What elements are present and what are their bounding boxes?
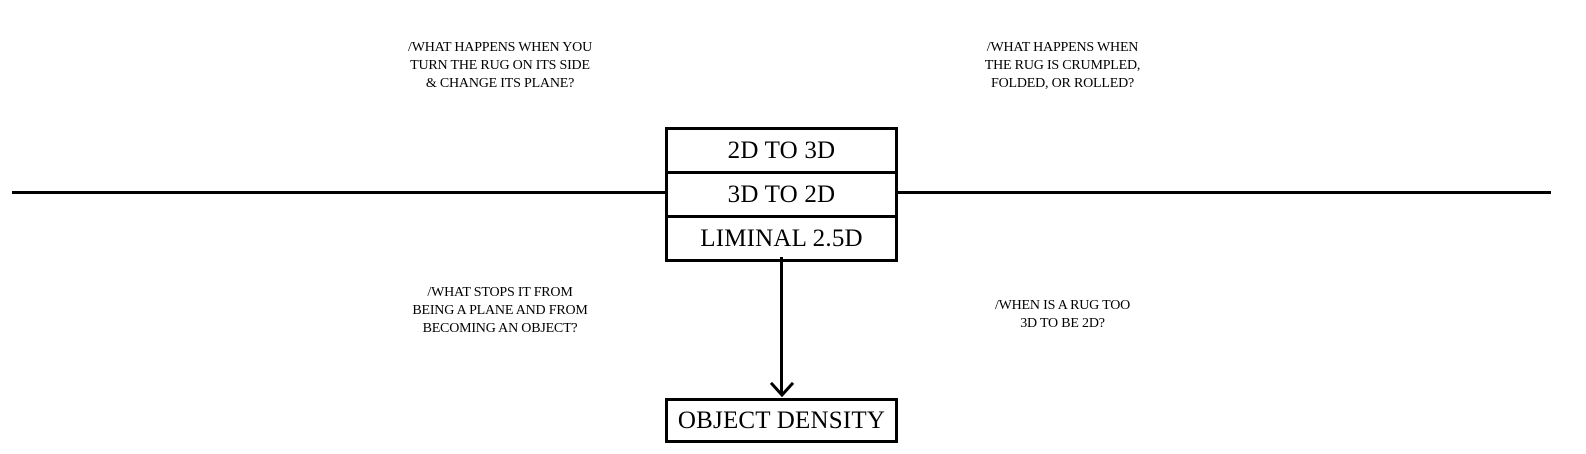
- dimension-stack-box: 2D TO 3D 3D TO 2D LIMINAL 2.5D: [665, 127, 898, 262]
- object-density-box: OBJECT DENSITY: [665, 398, 898, 443]
- horizontal-line-right: [896, 191, 1551, 194]
- question-note-top-left: /WHAT HAPPENS WHEN YOU TURN THE RUG ON I…: [408, 40, 592, 91]
- question-note-bottom-left: /WHAT STOPS IT FROM BEING A PLANE AND FR…: [412, 285, 588, 336]
- arrow-connector-line: [780, 257, 783, 393]
- stack-item-2d-to-3d: 2D TO 3D: [727, 136, 836, 164]
- question-note-top-right: /WHAT HAPPENS WHEN THE RUG IS CRUMPLED, …: [984, 40, 1141, 91]
- question-note-bottom-right: /WHEN IS A RUG TOO 3D TO BE 2D?: [994, 298, 1131, 331]
- stack-item-3d-to-2d: 3D TO 2D: [668, 171, 895, 215]
- horizontal-line-left: [12, 191, 668, 194]
- arrow-down-icon: [770, 381, 794, 398]
- stack-item-liminal: LIMINAL 2.5D: [668, 215, 895, 259]
